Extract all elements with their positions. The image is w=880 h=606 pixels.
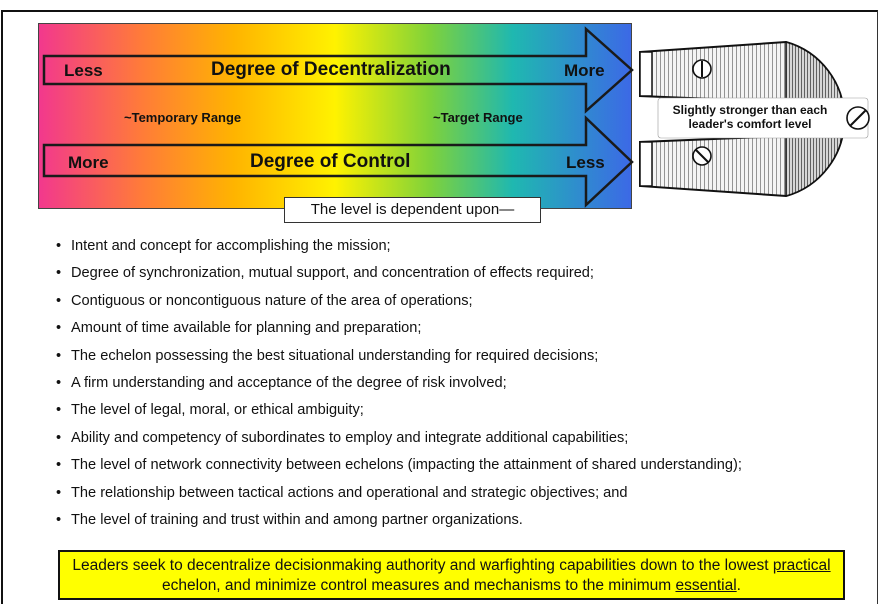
bullet-item: • The level of training and trust within … — [56, 510, 742, 537]
callout-text-part2: echelon, and minimize control measures a… — [162, 577, 676, 594]
magnet-lower-pole — [639, 141, 653, 187]
bullet-dot: • — [56, 374, 62, 391]
bullet-dot: • — [56, 429, 62, 446]
bullet-item: • Degree of synchronization, mutual suppo… — [56, 263, 742, 290]
bullet-text: The level of network connectivity betwee… — [71, 457, 742, 474]
bullet-item: • Intent and concept for accomplishing th… — [56, 236, 742, 263]
decentralization-arrow — [42, 26, 634, 114]
bullet-dot: • — [56, 511, 62, 528]
bullet-dot: • — [56, 347, 62, 364]
figure-frame — [1, 10, 878, 604]
bullet-dot: • — [56, 238, 62, 254]
bullet-text: Intent and concept for accomplishing the… — [71, 238, 391, 254]
bullet-text: The level of legal, moral, or ethical am… — [71, 402, 364, 419]
bullet-item: • A firm understanding and acceptance of … — [56, 373, 742, 400]
leaders-callout-box: Leaders seek to decentralize decisionmak… — [58, 550, 845, 600]
dependency-bullet-list: • Intent and concept for accomplishing th… — [56, 236, 742, 537]
bullet-text: The level of training and trust within a… — [71, 511, 523, 528]
bullet-dot: • — [56, 402, 62, 419]
bullet-dot: • — [56, 484, 62, 501]
bullet-text: Ability and competency of subordinates t… — [71, 429, 629, 446]
bullet-dot: • — [56, 292, 62, 309]
control-arrow — [42, 115, 634, 208]
callout-essential-underlined: essential — [675, 577, 737, 594]
bullet-item: • The relationship between tactical actio… — [56, 483, 742, 510]
callout-text-part3: . — [736, 577, 741, 594]
bullet-text: The echelon possessing the best situatio… — [71, 347, 599, 364]
dependent-upon-box: The level is dependent upon— — [284, 197, 541, 223]
lower-screw-icon — [692, 146, 712, 166]
temporary-range-label: ~Temporary Range — [124, 110, 242, 125]
spectrum-arrows — [42, 26, 634, 208]
bullet-text: Degree of synchronization, mutual suppor… — [71, 265, 594, 282]
decentralization-title: Degree of Decentralization — [211, 59, 451, 80]
bullet-dot: • — [56, 320, 62, 337]
bullet-item: • Contiguous or noncontiguous nature of t… — [56, 291, 742, 318]
bullet-dot: • — [56, 265, 62, 282]
upper-screw-icon — [692, 59, 712, 79]
color-spectrum-band — [38, 23, 632, 209]
bullet-text: A firm understanding and acceptance of t… — [71, 374, 507, 391]
bullet-item: • Amount of time available for planning a… — [56, 318, 742, 345]
callout-practical-underlined: practical — [772, 557, 831, 574]
magnet-upper-pole — [639, 51, 653, 97]
horseshoe-magnet-illustration — [639, 40, 870, 198]
bullet-dot: • — [56, 457, 62, 474]
bullet-text: Contiguous or noncontiguous nature of th… — [71, 292, 473, 309]
bullet-text: The relationship between tactical action… — [71, 484, 628, 501]
control-less-label: Less — [566, 153, 605, 172]
bullet-item: • Ability and competency of subordinates … — [56, 428, 742, 455]
bullet-text: Amount of time available for planning an… — [71, 320, 422, 337]
target-range-label: ~Target Range — [433, 110, 523, 125]
bullet-item: • The level of network connectivity betwe… — [56, 455, 742, 482]
decentralization-less-label: Less — [64, 61, 103, 80]
magnet-label: Slightly stronger than each leader's com… — [672, 103, 828, 131]
right-screw-icon — [846, 106, 870, 130]
bullet-item: • The echelon possessing the best situati… — [56, 346, 742, 373]
control-more-label: More — [68, 153, 109, 172]
control-title: Degree of Control — [250, 151, 411, 172]
callout-text-part1: Leaders seek to decentralize decisionmak… — [72, 557, 773, 574]
bullet-item: • The level of legal, moral, or ethical a… — [56, 400, 742, 427]
decentralization-more-label: More — [564, 61, 605, 80]
